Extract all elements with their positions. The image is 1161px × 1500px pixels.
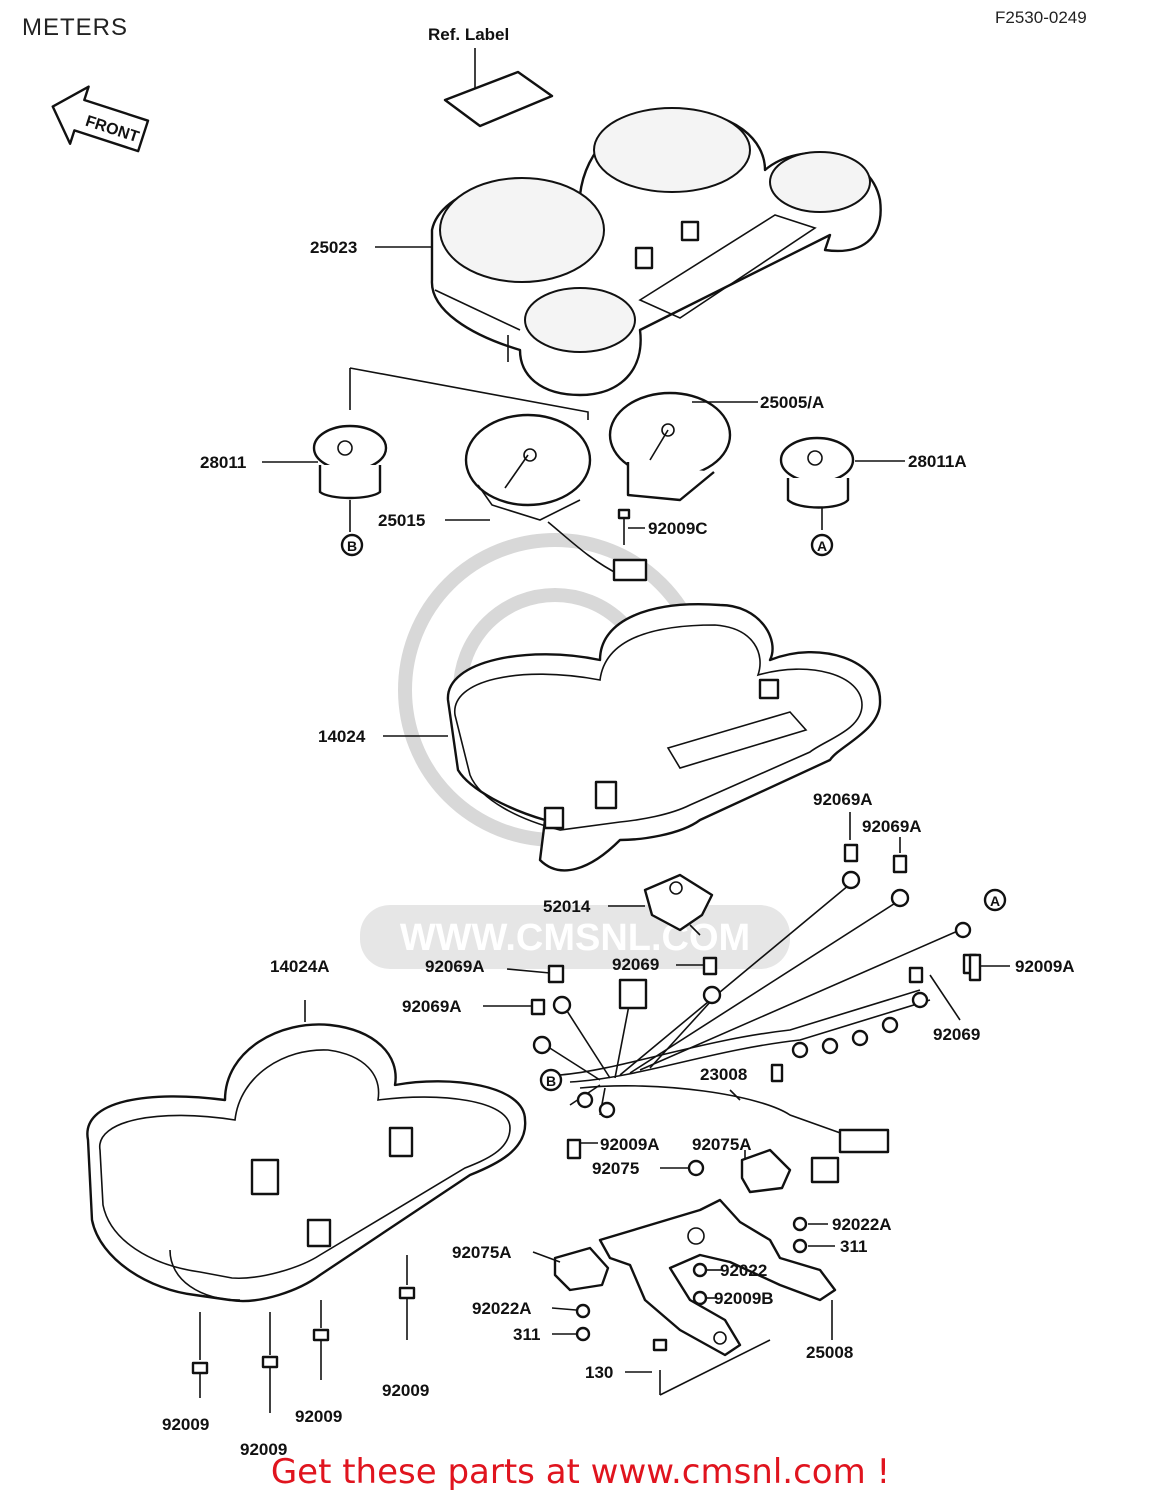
watermark-text: WWW.CMSNL.COM — [400, 917, 750, 959]
callout-labels: 25023 25005/A 28011 28011A 25015 92009C … — [162, 238, 1075, 1459]
wiring-harness — [530, 843, 978, 1184]
callout-92009-3: 92009 — [295, 1407, 342, 1426]
callout-130: 130 — [585, 1363, 613, 1382]
callout-25015: 25015 — [378, 511, 425, 530]
callout-25008: 25008 — [806, 1343, 853, 1362]
marker-b-harness: B — [539, 1068, 563, 1092]
meter-cover-upper — [430, 107, 882, 397]
figure-code: F2530-0249 — [995, 8, 1087, 27]
page-title: METERS — [22, 14, 129, 41]
callout-92075a-2: 92075A — [452, 1243, 512, 1262]
screw-92009c-icon — [617, 508, 631, 545]
callout-311-2: 311 — [513, 1325, 540, 1344]
screws-92009-icon — [191, 1255, 416, 1413]
ref-label-card: Ref. Label — [428, 25, 554, 128]
callout-92009a-1: 92009A — [1015, 957, 1075, 976]
callout-92075a-1: 92075A — [692, 1135, 752, 1154]
callout-92022a-1: 92022A — [832, 1215, 892, 1234]
callout-92009a-2: 92009A — [600, 1135, 660, 1154]
meter-housing-lower — [86, 1000, 527, 1303]
marker-a-harness: A — [983, 888, 1007, 912]
sensor-52014 — [643, 873, 714, 936]
svg-text:B: B — [546, 1073, 556, 1089]
speedometer — [464, 413, 648, 582]
callout-92009-4: 92009 — [382, 1381, 429, 1400]
callout-92069-1: 92069 — [612, 955, 659, 974]
callout-92069-2: 92069 — [933, 1025, 980, 1044]
callout-92009b: 92009B — [714, 1289, 774, 1308]
marker-a-top: A — [810, 533, 834, 557]
callout-92069a-4: 92069A — [402, 997, 462, 1016]
callout-92009-2: 92009 — [240, 1440, 287, 1459]
marker-b-top: B — [340, 533, 364, 557]
callout-14024a: 14024A — [270, 957, 330, 976]
callout-14024: 14024 — [318, 727, 366, 746]
promo-link[interactable]: Get these parts at www.cmsnl.com ! — [270, 1452, 891, 1492]
callout-92069a-3: 92069A — [425, 957, 485, 976]
callout-92009-1: 92009 — [162, 1415, 209, 1434]
svg-text:A: A — [990, 893, 1000, 909]
ref-label-text: Ref. Label — [428, 25, 509, 44]
callout-leaders — [262, 246, 1010, 1373]
callout-92075: 92075 — [592, 1159, 639, 1178]
callout-25023: 25023 — [310, 238, 357, 257]
callout-92022a-2: 92022A — [472, 1299, 532, 1318]
callout-92022: 92022 — [720, 1261, 767, 1280]
callout-28011a: 28011A — [908, 452, 967, 471]
svg-text:A: A — [817, 538, 827, 554]
callout-23008: 23008 — [700, 1065, 747, 1084]
bulb-socket-a — [779, 436, 855, 530]
front-arrow-icon: FRONT — [51, 85, 150, 153]
hardware-nuts-icon — [553, 953, 982, 1352]
callout-92009c: 92009C — [648, 519, 708, 538]
mounting-bracket — [598, 1198, 837, 1396]
callout-28011: 28011 — [200, 453, 246, 472]
svg-text:B: B — [347, 538, 357, 554]
meter-housing-upper — [446, 603, 882, 872]
callout-92069a-1: 92069A — [813, 790, 873, 809]
callout-25005a: 25005/A — [760, 393, 824, 412]
tachometer — [608, 391, 732, 502]
bulb-socket-b — [312, 424, 388, 532]
callout-52014: 52014 — [543, 897, 591, 916]
callout-92069a-2: 92069A — [862, 817, 922, 836]
callout-311-1: 311 — [840, 1237, 867, 1256]
